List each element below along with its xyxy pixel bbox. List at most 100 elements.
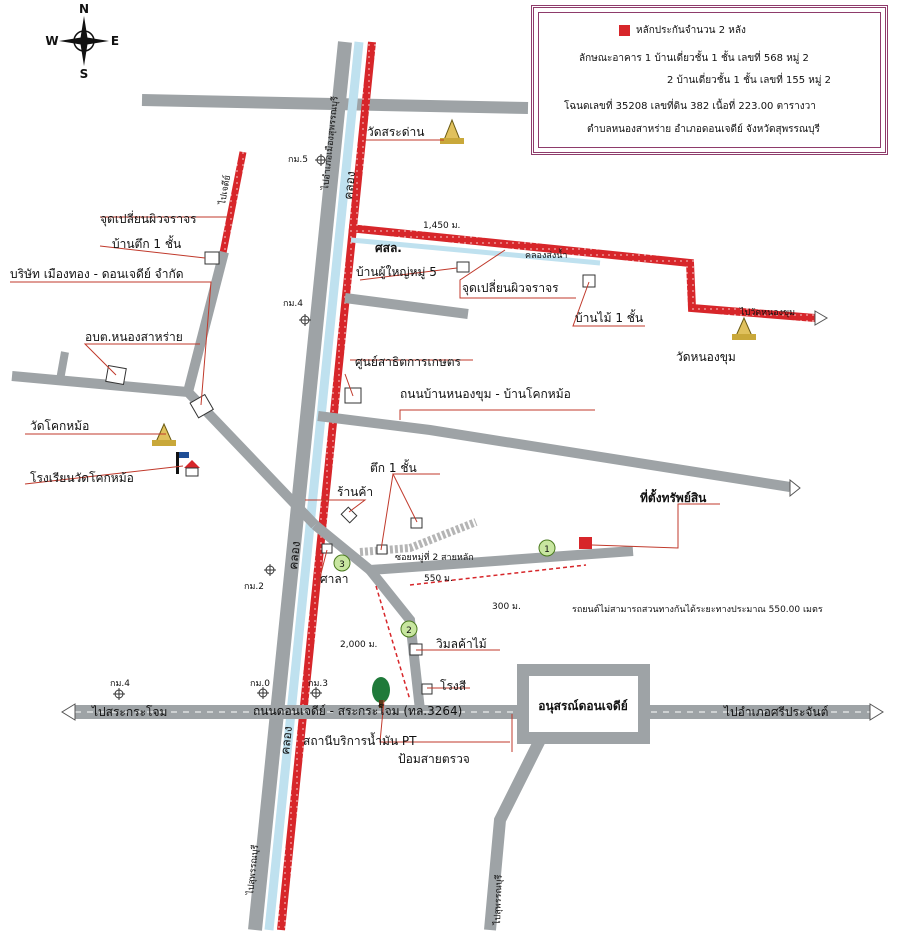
- legend-inner: หลักประกันจำนวน 2 หลัง ลักษณะอาคาร 1 บ้า…: [538, 12, 881, 148]
- red-route-east: [348, 224, 816, 322]
- compass-rose: [59, 16, 109, 66]
- label-property: ที่ตั้งทรัพย์สิน: [640, 488, 707, 505]
- label-road-nongkhum-khokmo: ถนนบ้านหนองขุม - บ้านโคกหม้อ: [400, 387, 571, 402]
- label-school: โรงเรียนวัดโคกหม้อ: [30, 471, 134, 485]
- label-distance-2000: 2,000 ม.: [340, 640, 377, 650]
- road-east-branch: [344, 293, 469, 319]
- label-canal-3: คลอง: [278, 726, 295, 756]
- label-distance-300: 300 ม.: [492, 602, 521, 612]
- legend-line1: ลักษณะอาคาร 1 บ้านเดี่ยวชั้น 1 ชั้น เลขท…: [579, 53, 809, 64]
- label-car-note: รถยนต์ไม่สามารถสวนทางกันได้ระยะทางประมาณ…: [572, 603, 823, 615]
- road-west-spur: [56, 351, 69, 381]
- compass-s: S: [80, 67, 89, 81]
- legend-marker-square: [619, 24, 630, 36]
- building-company: [189, 393, 214, 419]
- label-sala: ศาลา: [320, 572, 348, 586]
- label-to-si-prachan: ไปอำเภอศรีประจันต์: [723, 705, 828, 719]
- label-wat-sadaan: วัดสระด่าน: [367, 125, 424, 139]
- label-wat-khokmo: วัดโคกหม้อ: [30, 419, 89, 433]
- temple-icon-sadaan: [440, 118, 464, 144]
- label-obt: อบต.หนองสาหร่าย: [85, 330, 183, 344]
- building-sala: [321, 543, 333, 554]
- building-brick-2: [410, 517, 423, 529]
- canal-east: [350, 237, 601, 266]
- building-rongsi: [421, 683, 433, 695]
- legend-box: หลักประกันจำนวน 2 หลัง ลักษณะอาคาร 1 บ้า…: [531, 5, 888, 155]
- km-marker-4-bottom: [113, 688, 125, 700]
- label-main-road: ถนนดอนเจดีย์ - สระกระโจม (ทล.3264): [253, 704, 462, 718]
- label-canal-2: คลอง: [286, 541, 303, 571]
- legend-title-row: หลักประกันจำนวน 2 หลัง: [619, 23, 746, 38]
- leader-lines: [10, 139, 720, 752]
- label-road-to-suphan: ไปสุพรรณบุรี: [492, 874, 505, 926]
- km-marker-3: [310, 687, 322, 699]
- label-gas-station: สถานีบริการน้ำมัน PT: [303, 732, 417, 748]
- label-distance-550: 550 ม.: [424, 574, 453, 584]
- marker-2-circle: [400, 620, 418, 638]
- label-distance-1450: 1,450 ม.: [423, 221, 460, 231]
- label-to-sa-krachom: ไปสระกระโจม: [91, 705, 167, 719]
- label-wood-shop: วิมลค้าไม้: [436, 637, 487, 651]
- label-km5: กม.5: [288, 155, 308, 165]
- legend-title: หลักประกันจำนวน 2 หลัง: [636, 25, 746, 36]
- label-agri-center: ศูนย์สาธิตการเกษตร: [355, 355, 462, 370]
- label-village-head: บ้านผู้ใหญ่หมู่ 5: [356, 265, 437, 280]
- compass-w: W: [45, 34, 58, 48]
- marker-3: 3: [339, 560, 345, 570]
- building-wood-house: [582, 274, 596, 288]
- label-to-nongkhum: ไปวัดหนองขุม: [739, 307, 795, 318]
- label-change-route-2: จุดเปลี่ยนผิวจราจร: [462, 279, 559, 296]
- compass-n: N: [79, 2, 89, 16]
- building-brick-1: [204, 251, 220, 265]
- building-village-head: [456, 261, 470, 273]
- property-marker: [579, 537, 592, 549]
- compass-e: E: [111, 34, 119, 48]
- label-police: ป้อมสายตรวจ: [398, 752, 470, 766]
- road-west: [11, 371, 319, 529]
- road-south: [366, 566, 425, 711]
- label-km0: กม.0: [250, 679, 270, 689]
- canal-strip: [264, 41, 364, 931]
- label-km4-bottom: กม.4: [110, 679, 130, 689]
- building-shop: [340, 506, 358, 524]
- label-canal-1: คลอง: [341, 171, 358, 201]
- km-marker-5: [315, 154, 327, 166]
- km-marker-4-top: [299, 314, 311, 326]
- road-nongkhum-khokmo: [317, 411, 791, 492]
- red-route-northwest: [218, 151, 247, 259]
- road-main-vertical: [248, 41, 352, 931]
- school-icon: [176, 452, 200, 477]
- legend-line4: ตำบลหนองสาหร่าย อำเภอดอนเจดีย์ จังหวัดสุ…: [587, 124, 820, 135]
- label-km2: กม.2: [244, 582, 264, 592]
- temple-icon-nongkhum: [732, 316, 756, 340]
- label-change-route-1: จุดเปลี่ยนผิวจราจร: [100, 210, 197, 227]
- km-marker-0: [257, 687, 269, 699]
- label-wood-house: บ้านไม้ 1 ชั้น: [575, 309, 643, 325]
- road-northwest: [183, 250, 229, 394]
- marker-1: 1: [544, 545, 550, 555]
- label-km4-top: กม.4: [283, 299, 303, 309]
- marker-1-circle: [538, 539, 556, 557]
- label-house-brick-1: บ้านตึก 1 ชั้น: [112, 235, 181, 251]
- label-rongsi: โรงสี: [440, 679, 467, 693]
- label-km3: กม.3: [308, 679, 328, 689]
- red-route-vertical: [277, 41, 376, 931]
- road-south-suphan: [484, 737, 546, 931]
- arrow-nongkhum: [814, 310, 828, 326]
- label-sorl: ศสล.: [375, 241, 402, 255]
- label-wat-nongkhum: วัดหนองขุม: [676, 350, 736, 365]
- label-brick-1: ตึก 1 ชั้น: [370, 459, 417, 475]
- km-marker-2: [264, 564, 276, 576]
- arrow-ban-nongkhum: [789, 478, 801, 498]
- label-side-road: ซอยหมู่ที่ 2 สายหลัก: [395, 550, 474, 563]
- red-dash-2: [409, 564, 587, 586]
- label-company: บริษัท เมืองทอง - ดอนเจดีย์ จำกัด: [10, 267, 184, 281]
- red-dash-1: [375, 585, 411, 701]
- marker-3-circle: [333, 554, 351, 572]
- legend-line2: 2 บ้านเดี่ยวชั้น 1 ชั้น เลขที่ 155 หมู่ …: [667, 75, 832, 86]
- marker-2: 2: [406, 626, 412, 636]
- gas-station-icon: [372, 677, 390, 708]
- legend-line3: โฉนดเลขที่ 35208 เลขที่ดิน 382 เนื้อที่ …: [564, 101, 816, 112]
- label-irrigation: คลองส่งน้ำ: [525, 248, 567, 261]
